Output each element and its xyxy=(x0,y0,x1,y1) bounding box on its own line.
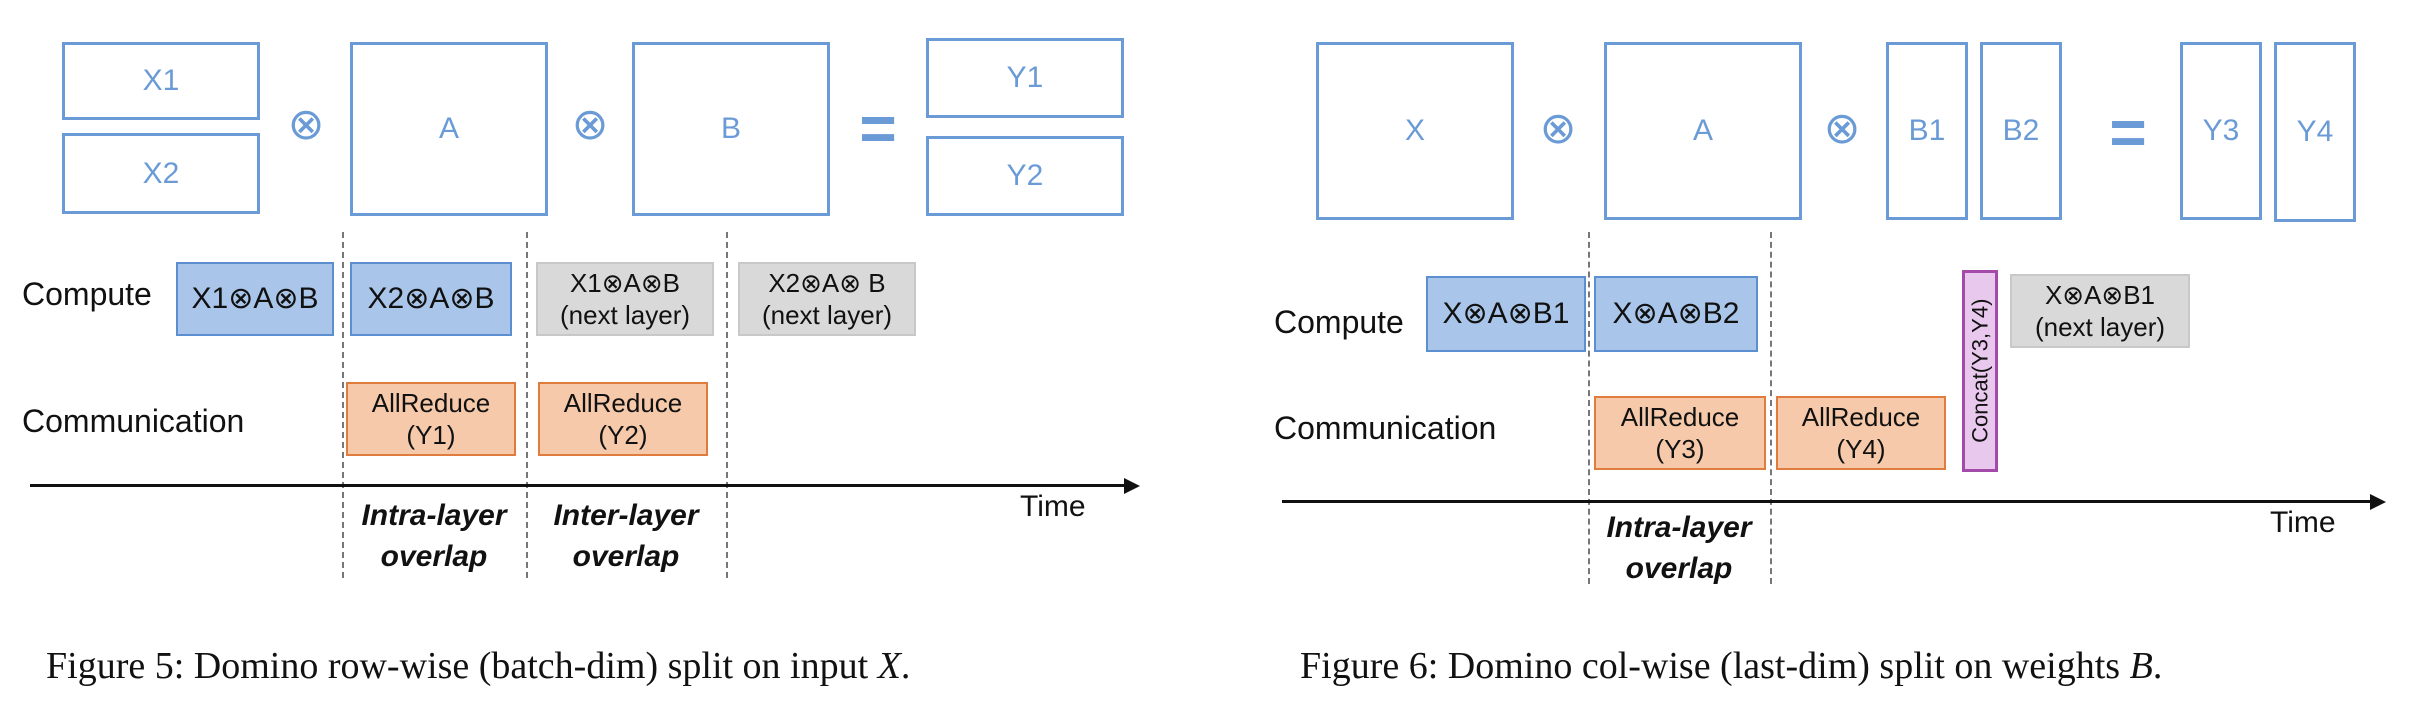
tensor-product-operator: ⊗ xyxy=(571,98,609,150)
matrix-a: A xyxy=(350,42,548,216)
time-axis-arrowhead xyxy=(2370,494,2386,510)
figure-5-caption: Figure 5: Domino row-wise (batch-dim) sp… xyxy=(46,644,910,688)
allreduce-block: AllReduce (Y3) xyxy=(1594,396,1766,470)
overlap-boundary-line xyxy=(726,232,728,578)
communication-row-label: Communication xyxy=(1274,410,1497,446)
matrix-y4: Y4 xyxy=(2274,42,2356,222)
concat-label: Concat(Y3,Y4) xyxy=(1967,298,1993,444)
caption-period: . xyxy=(900,645,911,687)
time-axis xyxy=(1282,500,2372,503)
compute-block: X⊗A⊗B1 xyxy=(1426,276,1586,352)
caption-period: . xyxy=(2152,645,2163,687)
compute-row-label: Compute xyxy=(22,276,152,312)
overlap-boundary-line xyxy=(526,232,528,578)
equals-sign: = xyxy=(2109,96,2147,168)
matrix-y2: Y2 xyxy=(926,136,1124,216)
next-layer-compute-block: X⊗A⊗B1 (next layer) xyxy=(2010,274,2190,348)
matrix-a: A xyxy=(1604,42,1802,220)
matrix-x2: X2 xyxy=(62,133,260,214)
compute-block: X⊗A⊗B2 xyxy=(1594,276,1758,352)
allreduce-block: AllReduce (Y2) xyxy=(538,382,708,456)
communication-row-label: Communication xyxy=(22,403,245,439)
figure-6-caption: Figure 6: Domino col-wise (last-dim) spl… xyxy=(1300,644,2162,688)
matrix-y1: Y1 xyxy=(926,38,1124,118)
matrix-x: X xyxy=(1316,42,1514,220)
next-layer-compute-block: X2⊗A⊗ B (next layer) xyxy=(738,262,916,336)
intra-layer-overlap-label: Intra-layer overlap xyxy=(361,499,507,573)
compute-block: X1⊗A⊗B xyxy=(176,262,334,336)
caption-text: Figure 6: Domino col-wise (last-dim) spl… xyxy=(1300,645,2130,687)
caption-variable: X xyxy=(877,645,901,687)
overlap-boundary-line xyxy=(1588,232,1590,584)
time-axis xyxy=(30,484,1126,487)
tensor-product-operator: ⊗ xyxy=(1823,102,1861,154)
next-layer-compute-block: X1⊗A⊗B (next layer) xyxy=(536,262,714,336)
matrix-b: B xyxy=(632,42,830,216)
compute-block: X2⊗A⊗B xyxy=(350,262,512,336)
matrix-b2: B2 xyxy=(1980,42,2062,220)
matrix-y3: Y3 xyxy=(2180,42,2262,220)
concat-block: Concat(Y3,Y4) xyxy=(1962,270,1998,472)
time-axis-label: Time xyxy=(1020,490,1086,523)
matrix-b1: B1 xyxy=(1886,42,1968,220)
tensor-product-operator: ⊗ xyxy=(287,98,325,150)
caption-variable: B xyxy=(2129,645,2153,687)
caption-text: Figure 5: Domino row-wise (batch-dim) sp… xyxy=(46,645,878,687)
time-axis-label: Time xyxy=(2270,506,2336,539)
matrix-x1: X1 xyxy=(62,42,260,120)
equals-sign: = xyxy=(859,92,897,164)
intra-layer-overlap-label: Intra-layer overlap xyxy=(1606,511,1752,585)
tensor-product-operator: ⊗ xyxy=(1539,102,1577,154)
time-axis-arrowhead xyxy=(1124,478,1140,494)
overlap-boundary-line xyxy=(342,232,344,578)
inter-layer-overlap-label: Inter-layer overlap xyxy=(553,499,699,573)
overlap-boundary-line xyxy=(1770,232,1772,584)
allreduce-block: AllReduce (Y4) xyxy=(1776,396,1946,470)
allreduce-block: AllReduce (Y1) xyxy=(346,382,516,456)
compute-row-label: Compute xyxy=(1274,304,1404,340)
